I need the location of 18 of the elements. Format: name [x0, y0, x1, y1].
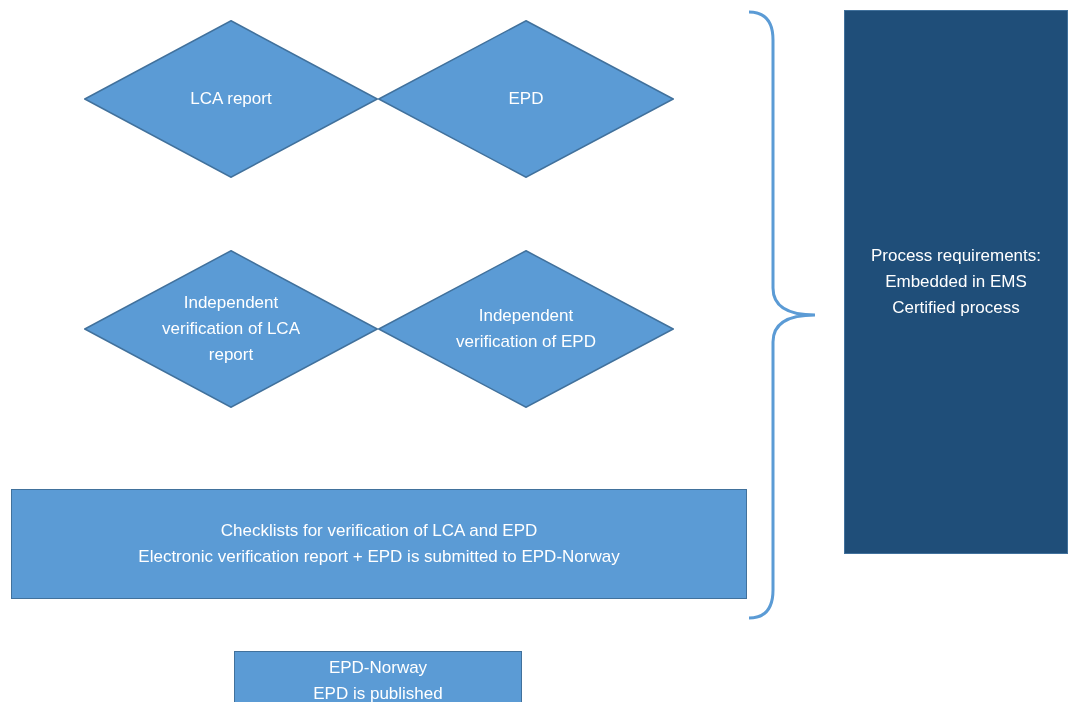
decision-diamond: [84, 20, 378, 178]
requirements-panel: [844, 10, 1068, 554]
decision-diamond: [378, 20, 674, 178]
decision-diamond: [378, 250, 674, 408]
node-text: Checklists for verification of LCA and EPD: [220, 520, 538, 542]
node-text: Process requirements:: [870, 245, 1042, 267]
node-text: Independent verification of LCA report: [161, 292, 301, 366]
node-text: Embedded in EMS: [885, 271, 1027, 293]
node-text: Certified process: [892, 297, 1020, 319]
node-text: Independent verification of EPD: [456, 305, 596, 353]
process-box: [11, 489, 747, 599]
node-text: LCA report: [190, 88, 272, 110]
node-text: EPD-Norway: [328, 657, 428, 679]
node-text: EPD is published: [313, 683, 443, 702]
process-box: [234, 651, 522, 702]
node-text: Electronic verification report + EPD is submitted to EPD-Norway: [138, 546, 620, 568]
node-text: EPD: [508, 88, 544, 110]
decision-diamond: [84, 250, 378, 408]
